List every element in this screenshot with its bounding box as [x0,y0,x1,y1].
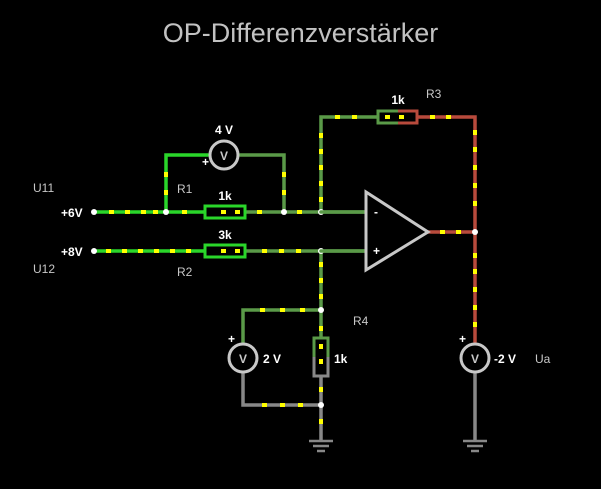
resistor-r2[interactable] [203,243,247,259]
voltmeter-r4-symbol: V [239,352,247,366]
input-u11-value: +6V [61,206,83,220]
wire-vm4-top [241,308,323,345]
voltmeter-r4-reading: 2 V [263,352,281,366]
current-dots-feedback [319,115,477,234]
wire-feedback-right [415,115,477,234]
current-dots-vm1 [164,172,286,195]
terminal-u11[interactable] [91,209,97,215]
resistor-r4-name: R4 [353,314,369,328]
wire-vm4-bottom [241,371,323,407]
current-dots-u12 [106,249,301,253]
output-voltage-label: Ua [535,352,551,366]
terminal-u12[interactable] [91,248,97,254]
input-u11-name: U11 [33,181,54,195]
junction-r4-bottom [318,402,324,408]
voltmeter-r4-plus: + [228,332,235,346]
resistor-r3-value: 1k [391,93,405,107]
resistor-r4[interactable] [312,336,330,378]
resistor-r2-value: 3k [218,228,232,242]
junction-output-node [472,229,478,235]
voltmeter-output-reading: -2 V [494,352,516,366]
voltmeter-output-plus: + [459,332,466,346]
wire-feedback-left [319,115,380,214]
resistor-r3-name: R3 [426,87,442,101]
voltmeter-output[interactable]: V + [459,332,491,374]
junction-vm1-left [163,209,169,215]
voltmeter-output-symbol: V [471,352,479,366]
voltmeter-r1[interactable]: V + [202,139,240,171]
voltmeter-r4[interactable]: V + [227,332,259,374]
wire-vm1-right [238,153,286,214]
junction-vm1-right [281,209,287,215]
input-u12-name: U12 [33,262,55,276]
voltmeter-r1-symbol: V [220,149,228,163]
resistor-r2-name: R2 [177,265,193,279]
current-dots-output [473,253,477,327]
resistor-r3[interactable] [376,109,419,125]
page-title: OP-Differenzverstärker [162,18,439,48]
resistor-r1-value: 1k [218,189,232,203]
opamp-minus-sign: - [374,205,378,219]
opamp-plus-sign: + [373,244,380,258]
opamp-triangle[interactable] [319,189,431,273]
resistor-r1[interactable] [203,204,247,220]
current-dots-u11 [109,210,302,214]
resistor-r1-name: R1 [177,182,193,196]
ground-icon [463,439,487,453]
current-dots-r4-branch [260,262,323,424]
ground-icon [309,439,333,453]
junction-r4-top [318,307,324,313]
input-u12-value: +8V [61,245,83,259]
resistor-r4-value: 1k [334,352,348,366]
voltmeter-r1-reading: 4 V [215,123,233,137]
voltmeter-r1-plus: + [202,155,209,169]
